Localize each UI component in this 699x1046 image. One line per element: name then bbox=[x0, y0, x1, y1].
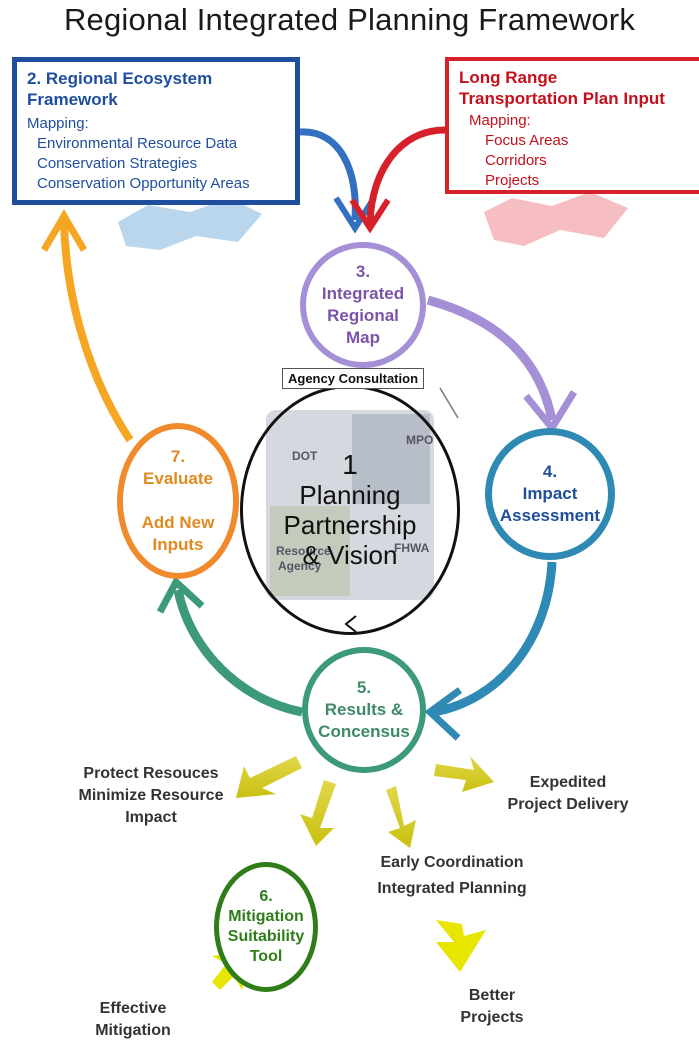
arrow-results-to-evaluate-head bbox=[156, 576, 205, 614]
arrow-to-better bbox=[436, 920, 486, 972]
lrtp-map-image bbox=[484, 192, 628, 246]
eco-box-title-2: Framework bbox=[27, 90, 118, 109]
agency-callout-line bbox=[439, 387, 459, 419]
lrtp-line-focus: Focus Areas bbox=[485, 132, 569, 149]
regional-ecosystem-framework-box: 2. Regional Ecosystem Framework Mapping:… bbox=[12, 57, 300, 205]
arrow-eco-to-map bbox=[299, 128, 359, 221]
node-results-concensus: 5. Results & Concensus bbox=[302, 647, 426, 773]
arrow-to-protect bbox=[236, 756, 302, 798]
outcome-line: Effective bbox=[99, 1000, 167, 1017]
arrow-impact-to-results bbox=[433, 561, 557, 717]
outcome-protect-resources: Protect Resouces Minimize Resource Impac… bbox=[55, 763, 247, 829]
lrtp-mapping-label: Mapping: bbox=[469, 112, 531, 129]
node7-line: 7. bbox=[170, 447, 186, 466]
arrow-evaluate-to-eco bbox=[60, 221, 134, 443]
node3-line: Map bbox=[346, 328, 380, 347]
eco-line-opportunity: Conservation Opportunity Areas bbox=[37, 175, 250, 192]
node3-line: Regional bbox=[327, 306, 399, 325]
page-title: Regional Integrated Planning Framework bbox=[63, 2, 636, 37]
node-integrated-regional-map: 3. Integrated Regional Map bbox=[300, 242, 426, 368]
arrow-results-to-evaluate bbox=[173, 589, 303, 717]
node3-line: 3. bbox=[355, 262, 371, 281]
node5-line: Results & bbox=[324, 700, 404, 719]
outcome-line: Protect Resouces bbox=[83, 765, 219, 782]
node-planning-partnership: 1 Planning Partnership & Vision bbox=[240, 385, 460, 635]
node-evaluate: 7. Evaluate Add New Inputs bbox=[117, 423, 239, 579]
arrow-to-expedited bbox=[434, 756, 494, 792]
outcome-line: Projects bbox=[460, 1009, 524, 1026]
node4-line: 4. bbox=[542, 462, 558, 481]
eco-line-strategies: Conservation Strategies bbox=[37, 155, 198, 172]
eco-line-environmental: Environmental Resource Data bbox=[37, 135, 238, 152]
node6-line: Suitability bbox=[227, 928, 305, 945]
lrtp-line-projects: Projects bbox=[485, 172, 540, 189]
eco-map-image bbox=[118, 198, 262, 250]
arrow-map-to-impact bbox=[426, 295, 557, 421]
node3-line: Integrated bbox=[321, 284, 405, 303]
node4-line: Assessment bbox=[499, 506, 601, 525]
arrow-lrtp-to-map bbox=[366, 126, 446, 223]
outcome-line: Mitigation bbox=[95, 1022, 171, 1039]
agency-consultation-label: Agency Consultation bbox=[282, 368, 425, 389]
node-impact-assessment: 4. Impact Assessment bbox=[485, 428, 615, 560]
outcome-expedited-delivery: Expedited Project Delivery bbox=[480, 772, 656, 816]
arrow-lrtp-to-map-head bbox=[349, 198, 391, 234]
eco-box-title-1: 2. Regional Ecosystem bbox=[27, 69, 213, 88]
node1-number: 1 bbox=[342, 449, 358, 480]
node5-line: 5. bbox=[356, 678, 372, 697]
arrow-evaluate-to-eco-head bbox=[40, 209, 88, 252]
lrtp-box-title-1: Long Range bbox=[459, 68, 558, 87]
arrow-to-protect-lower bbox=[300, 780, 336, 846]
node1-line: Partnership bbox=[283, 510, 417, 540]
long-range-transportation-box: Long Range Transportation Plan Input Map… bbox=[445, 57, 699, 194]
node6-line: 6. bbox=[259, 888, 273, 905]
outcome-line: Expedited bbox=[529, 774, 607, 791]
outcome-arrows bbox=[236, 756, 494, 848]
node6-line: Mitigation bbox=[228, 908, 304, 925]
lrtp-box-title-2: Transportation Plan Input bbox=[459, 89, 665, 108]
eco-mapping-label: Mapping: bbox=[27, 115, 89, 132]
outcome-line: Early Coordination bbox=[380, 854, 524, 871]
node1-line: & Vision bbox=[302, 540, 398, 570]
node7-line: Evaluate bbox=[143, 469, 213, 488]
outcome-line: Integrated Planning bbox=[377, 880, 527, 897]
outcome-line: Better bbox=[468, 987, 516, 1004]
arrow-impact-to-results-head bbox=[424, 687, 463, 741]
node1-line: Planning bbox=[299, 480, 401, 510]
arrow-to-early bbox=[386, 786, 416, 848]
node-mitigation-suitability: 6. Mitigation Suitability Tool bbox=[214, 862, 318, 992]
outcome-effective-mitigation: Effective Mitigation bbox=[74, 998, 192, 1042]
node4-line: Impact bbox=[522, 484, 578, 503]
outcome-better-projects: Better Projects bbox=[428, 985, 556, 1029]
outcome-line: Impact bbox=[125, 809, 177, 826]
node7-line: Add New bbox=[141, 513, 215, 532]
node6-line: Tool bbox=[249, 948, 283, 965]
node7-line: Inputs bbox=[152, 535, 204, 554]
node5-line: Concensus bbox=[318, 722, 410, 741]
lrtp-line-corridors: Corridors bbox=[485, 152, 547, 169]
outcome-early-coordination: Early Coordination Integrated Planning bbox=[352, 852, 552, 900]
outcome-line: Project Delivery bbox=[507, 796, 629, 813]
outcome-line: Minimize Resource bbox=[78, 787, 224, 804]
